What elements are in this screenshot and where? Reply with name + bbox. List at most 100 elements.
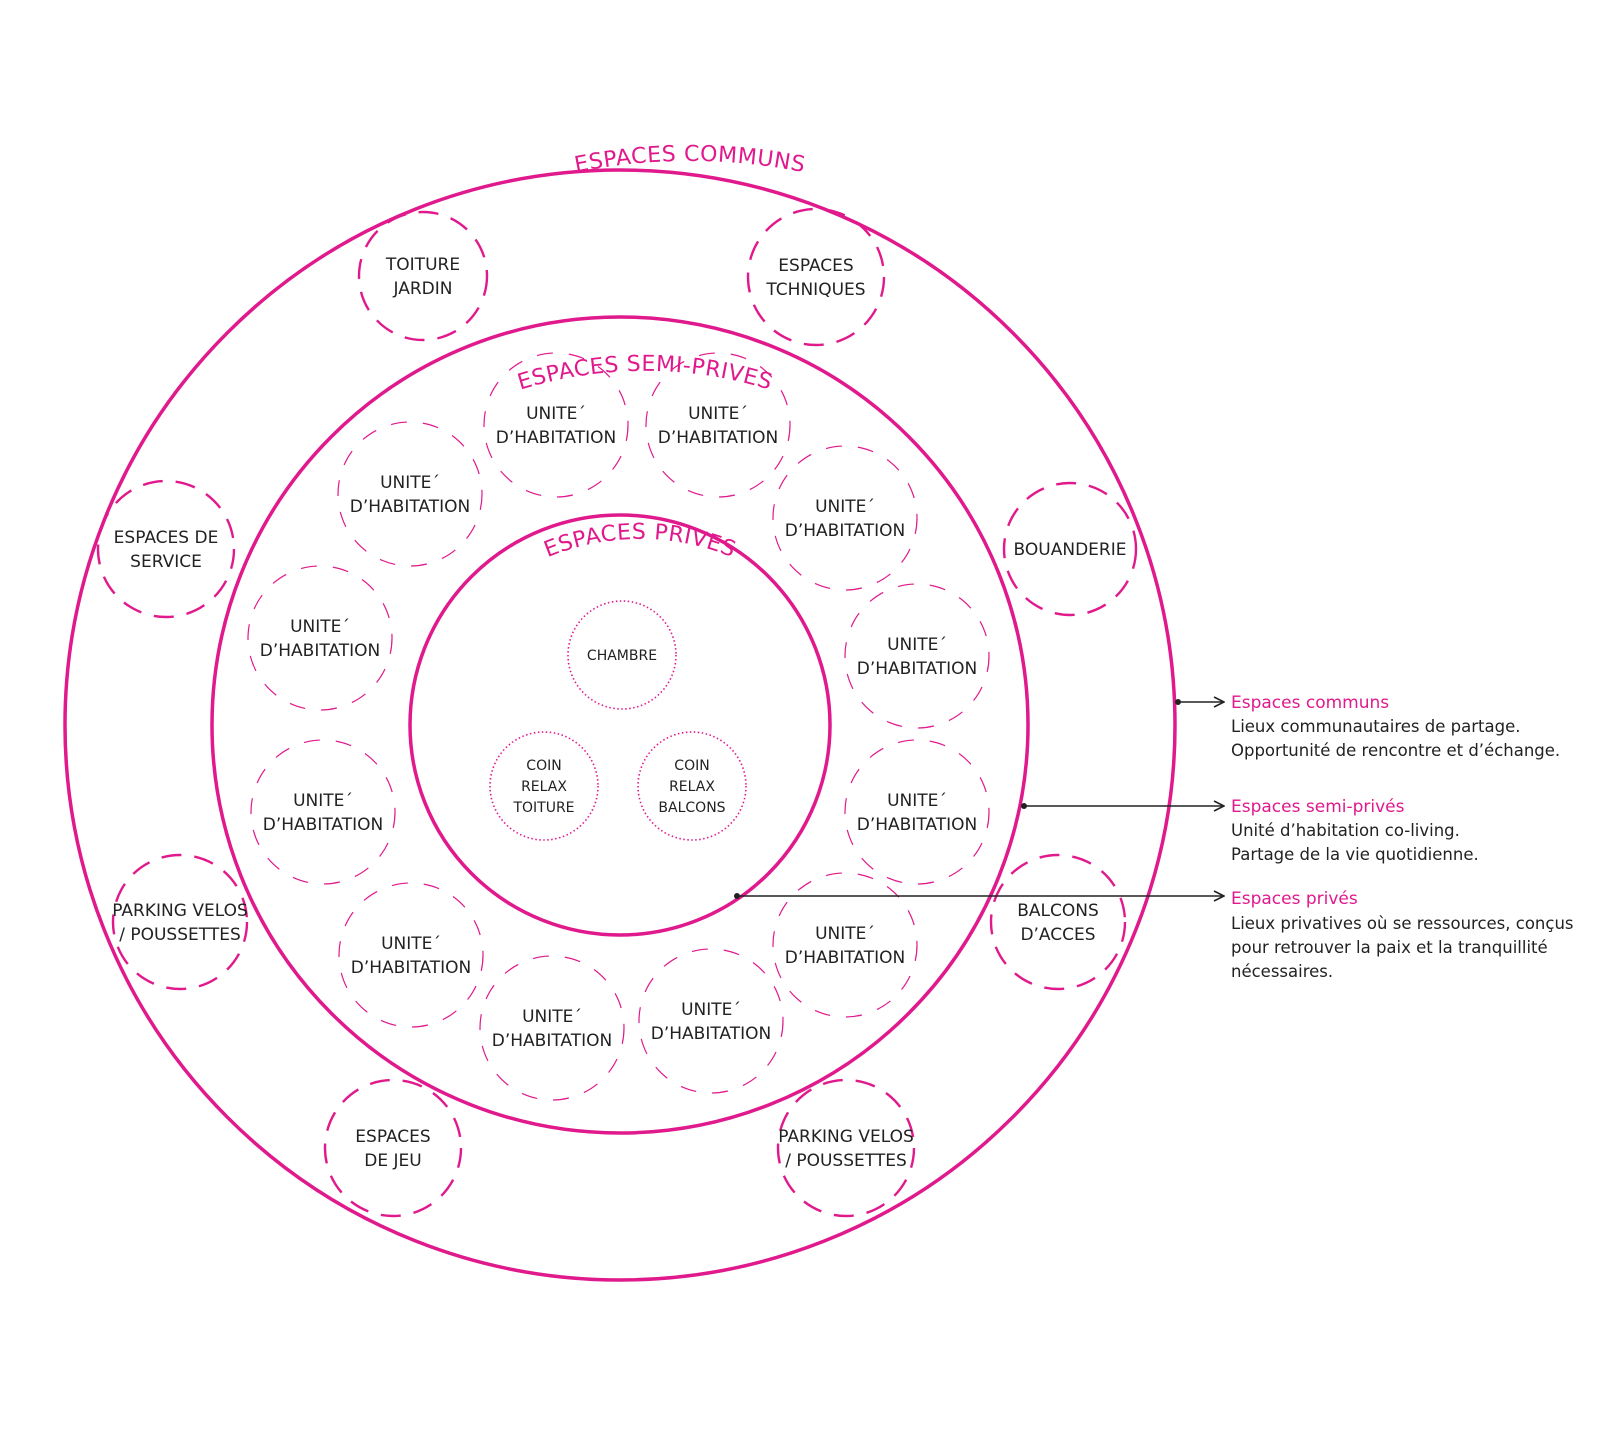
common-space-label-2: JARDIN — [393, 279, 453, 299]
dwelling-unit-label-1: UNITE´ — [522, 1007, 582, 1027]
dwelling-unit-label-2: D’HABITATION — [785, 948, 905, 968]
legend-desc-communs-2: Opportunité de rencontre et d’échange. — [1231, 741, 1560, 760]
dwelling-unit-label-1: UNITE´ — [290, 617, 350, 637]
dwelling-unit-circle — [638, 948, 784, 1094]
dwelling-unit-circle — [772, 872, 918, 1018]
common-space-label-2: / POUSSETTES — [119, 925, 241, 945]
dwelling-unit-label-2: D’HABITATION — [263, 815, 383, 835]
dwelling-unit-circle — [645, 352, 791, 498]
private-space-label-2: RELAX — [521, 779, 567, 795]
dwelling-unit-node: UNITE´ D’HABITATION — [772, 872, 918, 1018]
common-space-label-1: ESPACES — [355, 1127, 430, 1147]
dwelling-unit-label-1: UNITE´ — [887, 791, 947, 811]
dwelling-unit-node: UNITE´ D’HABITATION — [772, 445, 918, 591]
common-space-label-1: PARKING VELOS — [112, 901, 247, 921]
private-space-node: COIN RELAX TOITURE — [489, 731, 599, 841]
common-space-label-2: D’ACCES — [1020, 925, 1095, 945]
private-spaces: CHAMBRE COIN RELAX TOITURE COIN RELAX BALCONS — [489, 600, 747, 841]
dwelling-unit-circle — [772, 445, 918, 591]
ring-espaces-prives — [408, 513, 832, 937]
dwelling-unit-circle — [844, 739, 990, 885]
private-space-label-1: COIN — [674, 758, 709, 774]
dwelling-unit-label-1: UNITE´ — [681, 1000, 741, 1020]
common-space-node: PARKING VELOS / POUSSETTES — [111, 853, 249, 991]
dwelling-unit-circle — [338, 882, 484, 1028]
common-space-label-1: BALCONS — [1017, 901, 1099, 921]
dwelling-unit-node: UNITE´ D’HABITATION — [247, 565, 393, 711]
common-space-label-2: / POUSSETTES — [785, 1151, 907, 1171]
ring-espaces-semi-prives — [210, 315, 1030, 1135]
private-space-label-1: COIN — [526, 758, 561, 774]
common-space-circle — [989, 853, 1127, 991]
private-space-label-3: BALCONS — [658, 800, 725, 816]
common-space-label-1: BOUANDERIE — [1014, 540, 1127, 560]
common-space-label-2: DE JEU — [364, 1151, 421, 1171]
dwelling-unit-node: UNITE´ D’HABITATION — [479, 955, 625, 1101]
dwelling-unit-label-1: UNITE´ — [815, 924, 875, 944]
dwelling-unit-label-1: UNITE´ — [526, 404, 586, 424]
common-space-node: ESPACES TCHNIQUES — [746, 207, 886, 347]
dwelling-unit-node: UNITE´ D’HABITATION — [337, 421, 483, 567]
ring-title-prives: ESPACES PRIVES — [541, 520, 740, 563]
common-space-label-2: TCHNIQUES — [765, 280, 865, 300]
common-space-circle — [776, 1078, 916, 1218]
ring-title-semi-prives: ESPACES SEMI-PRIVES — [515, 352, 775, 396]
legend-desc-semi-prives-2: Partage de la vie quotidienne. — [1231, 845, 1479, 864]
dwelling-unit-node: UNITE´D’HABITATION — [844, 739, 990, 885]
legend-title-communs: Espaces communs — [1231, 693, 1389, 713]
dwelling-unit-label-2: D’HABITATION — [658, 428, 778, 448]
legend: Espaces communs Lieux communautaires de … — [1231, 693, 1574, 981]
common-space-node: TOITURE JARDIN — [357, 210, 489, 342]
common-spaces: TOITURE JARDIN ESPACES TCHNIQUES ESPACES DE S… — [96, 207, 1138, 1218]
dwelling-unit-label-1: UNITE´ — [887, 635, 947, 655]
common-space-circle — [111, 853, 249, 991]
dwelling-unit-circle — [337, 421, 483, 567]
dwelling-unit-node: UNITE´ D’HABITATION — [638, 948, 784, 1094]
dwelling-unit-label-2: D’HABITATION — [651, 1024, 771, 1044]
common-space-node: ESPACES DE JEU — [323, 1078, 463, 1218]
private-space-label-1: CHAMBRE — [587, 648, 657, 664]
common-space-node: BOUANDERIE — [1002, 481, 1138, 617]
dwelling-unit-label-2: D’HABITATION — [260, 641, 380, 661]
dwelling-unit-label-2: D’HABITATION — [351, 958, 471, 978]
common-space-circle — [746, 207, 886, 347]
legend-title-semi-prives: Espaces semi-privés — [1231, 797, 1405, 817]
dwelling-unit-label-2: D’HABITATION — [785, 521, 905, 541]
legend-desc-prives-3: nécessaires. — [1231, 962, 1333, 981]
dwelling-unit-label-1: UNITE´ — [688, 404, 748, 424]
dwelling-unit-label-1: UNITE´ — [380, 473, 440, 493]
dwelling-unit-label-2: D’HABITATION — [857, 659, 977, 679]
common-space-label-1: ESPACES — [778, 256, 853, 276]
dwelling-unit-label-2: D’HABITATION — [492, 1031, 612, 1051]
common-space-label-1: PARKING VELOS — [778, 1127, 913, 1147]
dwelling-unit-node: UNITE´ D’HABITATION — [844, 583, 990, 729]
common-space-circle — [1002, 481, 1138, 617]
dwelling-unit-label-2: D’HABITATION — [350, 497, 470, 517]
dwelling-unit-label-2: D’HABITATION — [496, 428, 616, 448]
dwelling-unit-label-1: UNITE´ — [381, 934, 441, 954]
legend-connectors — [734, 699, 1224, 899]
private-space-node: COIN RELAX BALCONS — [637, 731, 747, 841]
common-space-label-1: TOITURE — [385, 255, 460, 275]
private-space-label-2: RELAX — [669, 779, 715, 795]
common-space-circle — [323, 1078, 463, 1218]
legend-desc-prives-2: pour retrouver la paix et la tranquillit… — [1231, 938, 1548, 957]
private-space-label-3: TOITURE — [512, 800, 574, 816]
common-space-node: ESPACES DE SERVICE — [96, 479, 236, 619]
common-space-node: BALCONS D’ACCES — [989, 853, 1127, 991]
common-space-circle — [357, 210, 489, 342]
private-space-circle — [489, 731, 599, 841]
ring-espaces-communs — [63, 168, 1177, 1282]
dwelling-unit-node: UNITE´ D’HABITATION — [338, 882, 484, 1028]
dwelling-unit-circle — [483, 352, 629, 498]
dwelling-unit-circle — [247, 565, 393, 711]
dwelling-unit-circle — [844, 583, 990, 729]
common-space-circle — [96, 479, 236, 619]
dwelling-unit-node: UNITE´ D’HABITATION — [250, 739, 396, 885]
common-space-label-1: ESPACES DE — [114, 528, 219, 548]
dwelling-unit-label-1: UNITE´ — [293, 791, 353, 811]
common-space-label-2: SERVICE — [130, 552, 202, 572]
legend-desc-semi-prives-1: Unité d’habitation co-living. — [1231, 821, 1460, 840]
dwelling-unit-label-1: UNITE´ — [815, 497, 875, 517]
